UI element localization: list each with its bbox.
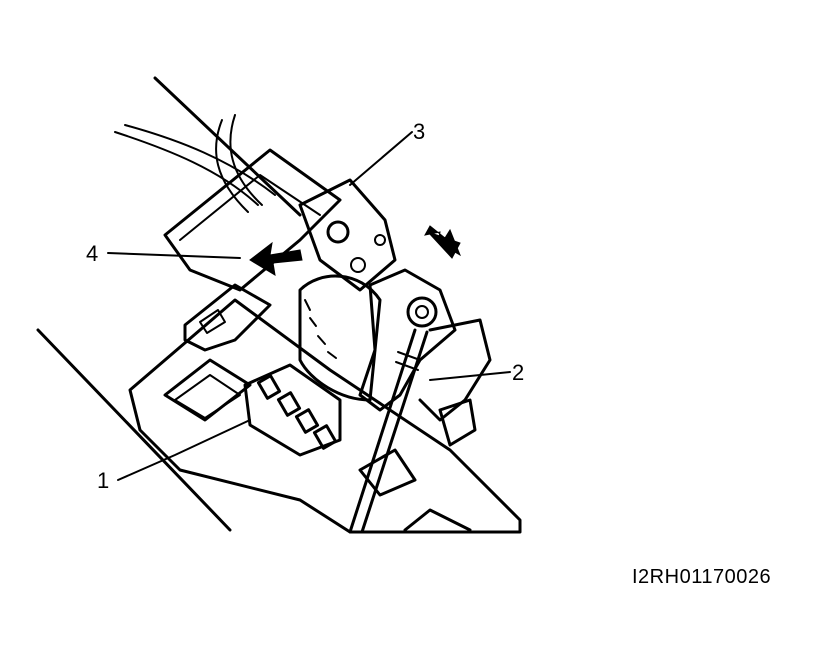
callout-line-2 (429, 371, 511, 381)
panel-edge-lower (36, 328, 232, 532)
connector-block (243, 363, 342, 457)
right-bracket (418, 318, 492, 422)
wire-3 (215, 119, 249, 213)
lever (358, 268, 457, 412)
callout-label-2: 2 (512, 360, 525, 385)
latch-arm (298, 178, 397, 292)
callout-line-1 (117, 419, 251, 481)
lower-housing (128, 298, 522, 534)
wire-4 (229, 114, 263, 206)
callout-label-4: 4 (86, 241, 99, 266)
arrow-left-icon (249, 241, 303, 276)
upper-plate (163, 148, 342, 292)
rod (348, 328, 417, 534)
figure-code: I2RH01170026 (632, 566, 772, 588)
wire-2 (124, 124, 276, 196)
left-bracket (183, 283, 272, 352)
callout-line-3 (349, 131, 413, 186)
callout-label-3: 3 (413, 119, 426, 144)
wire-1 (114, 131, 259, 206)
panel-edge-upper (153, 76, 302, 217)
callout-label-1: 1 (97, 468, 110, 493)
callout-line-4 (107, 252, 241, 259)
